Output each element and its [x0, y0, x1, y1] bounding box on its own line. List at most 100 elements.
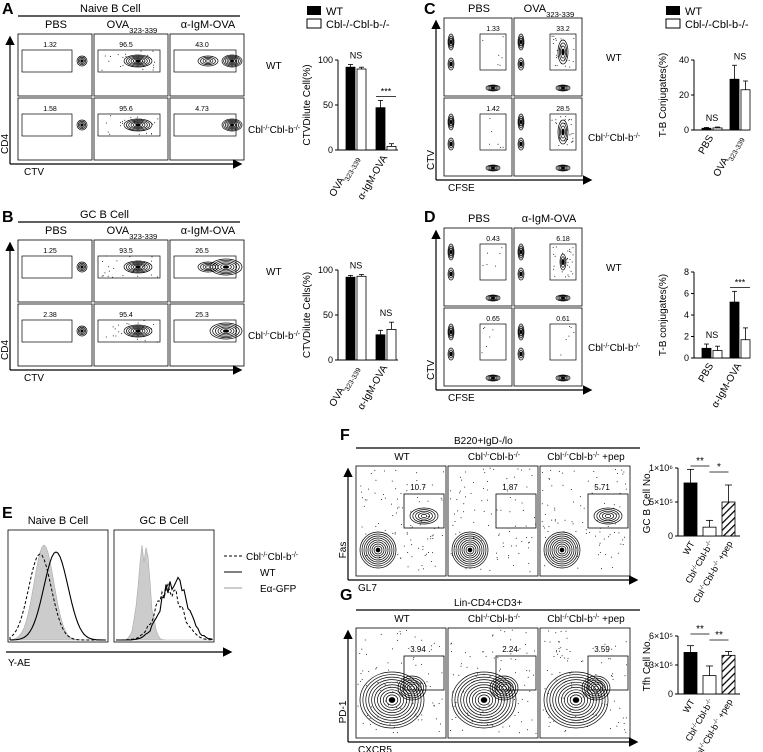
event-dot [580, 505, 582, 507]
event-dot [451, 651, 453, 653]
x-axis-label: CFSE [448, 183, 475, 194]
contour [519, 247, 523, 257]
event-dot [148, 56, 150, 58]
event-dot [598, 554, 600, 556]
event-dot [389, 723, 391, 725]
contour [604, 514, 612, 518]
event-dot [427, 500, 429, 502]
event-dot [473, 521, 475, 523]
contour [132, 122, 144, 128]
event-dot [361, 526, 363, 528]
event-dot [397, 732, 399, 733]
event-dot [604, 643, 606, 645]
contour [447, 267, 455, 281]
event-dot [527, 547, 529, 549]
contour [555, 84, 571, 92]
event-dot [601, 662, 603, 664]
contour [448, 139, 454, 149]
panel-label-e: E [2, 505, 13, 522]
flow-plot-frame [513, 97, 583, 177]
y-tick-label: 0 [684, 125, 689, 135]
event-dot [605, 704, 607, 706]
event-dot [127, 126, 129, 128]
event-dot [108, 60, 110, 62]
contour [76, 325, 88, 337]
gate [21, 319, 73, 343]
event-dot [529, 468, 531, 470]
event-dot [399, 630, 401, 632]
contour [543, 671, 609, 729]
panel-g-header: Lin-CD4+CD3+ [454, 598, 523, 609]
event-dot [511, 545, 513, 547]
event-dot [572, 140, 574, 142]
column-label: α-IgM-OVA [181, 225, 236, 237]
event-dot [544, 688, 546, 690]
event-dot [441, 698, 443, 700]
contour [205, 265, 211, 269]
event-dot [466, 666, 468, 668]
y-tick-label: 6×10⁵ [649, 631, 673, 641]
event-dot [152, 323, 154, 325]
event-dot [460, 665, 462, 667]
event-dot [115, 335, 117, 337]
gate [97, 319, 161, 343]
y-axis-label: CD4 [0, 340, 11, 360]
event-dot [567, 250, 569, 252]
contour [229, 123, 235, 127]
gate-percent: 1.87 [502, 483, 518, 492]
event-dot [561, 472, 563, 474]
event-dot [573, 332, 575, 334]
contour [77, 120, 87, 130]
bar [721, 501, 736, 537]
sig-label: *** [735, 277, 746, 287]
event-dot [425, 553, 427, 555]
contour [388, 697, 396, 703]
event-dot [394, 532, 396, 534]
event-dot [416, 497, 418, 499]
contour [490, 296, 496, 300]
event-dot [489, 143, 491, 145]
event-dot [398, 506, 400, 508]
contour [547, 535, 577, 565]
contour [519, 117, 523, 127]
event-dot [608, 658, 610, 660]
event-dot [616, 513, 618, 515]
event-dot [554, 507, 556, 509]
event-dot [555, 679, 557, 681]
column-label: OVA323-339 [524, 3, 575, 19]
event-dot [432, 702, 434, 704]
event-dot [156, 341, 158, 343]
contour [397, 675, 427, 701]
event-dot [422, 545, 424, 547]
event-dot [112, 335, 114, 337]
event-dot [402, 507, 404, 509]
event-dot [613, 504, 615, 506]
event-dot [118, 331, 120, 333]
flow-plot-frame [93, 303, 169, 367]
contour [447, 33, 455, 51]
event-dot [599, 488, 601, 490]
y-tick-label: 40 [679, 55, 689, 65]
sig-label: ** [715, 630, 723, 641]
event-dot [477, 667, 479, 669]
contour [518, 245, 524, 259]
event-dot [569, 250, 571, 252]
bar-ko [386, 145, 397, 151]
event-dot [555, 39, 557, 41]
event-dot [452, 674, 454, 676]
gate-percent: 43.0 [195, 42, 209, 49]
event-dot [608, 536, 610, 538]
event-dot [410, 539, 412, 541]
y-tick-label: 100 [318, 265, 333, 275]
event-dot [522, 509, 524, 511]
event-dot [593, 471, 595, 473]
event-dot [482, 711, 484, 713]
event-dot [619, 506, 621, 508]
event-dot [400, 492, 402, 494]
event-dot [480, 568, 482, 570]
event-dot [625, 731, 627, 733]
event-dot [622, 539, 624, 541]
event-dot [388, 669, 390, 671]
contour [553, 541, 571, 559]
